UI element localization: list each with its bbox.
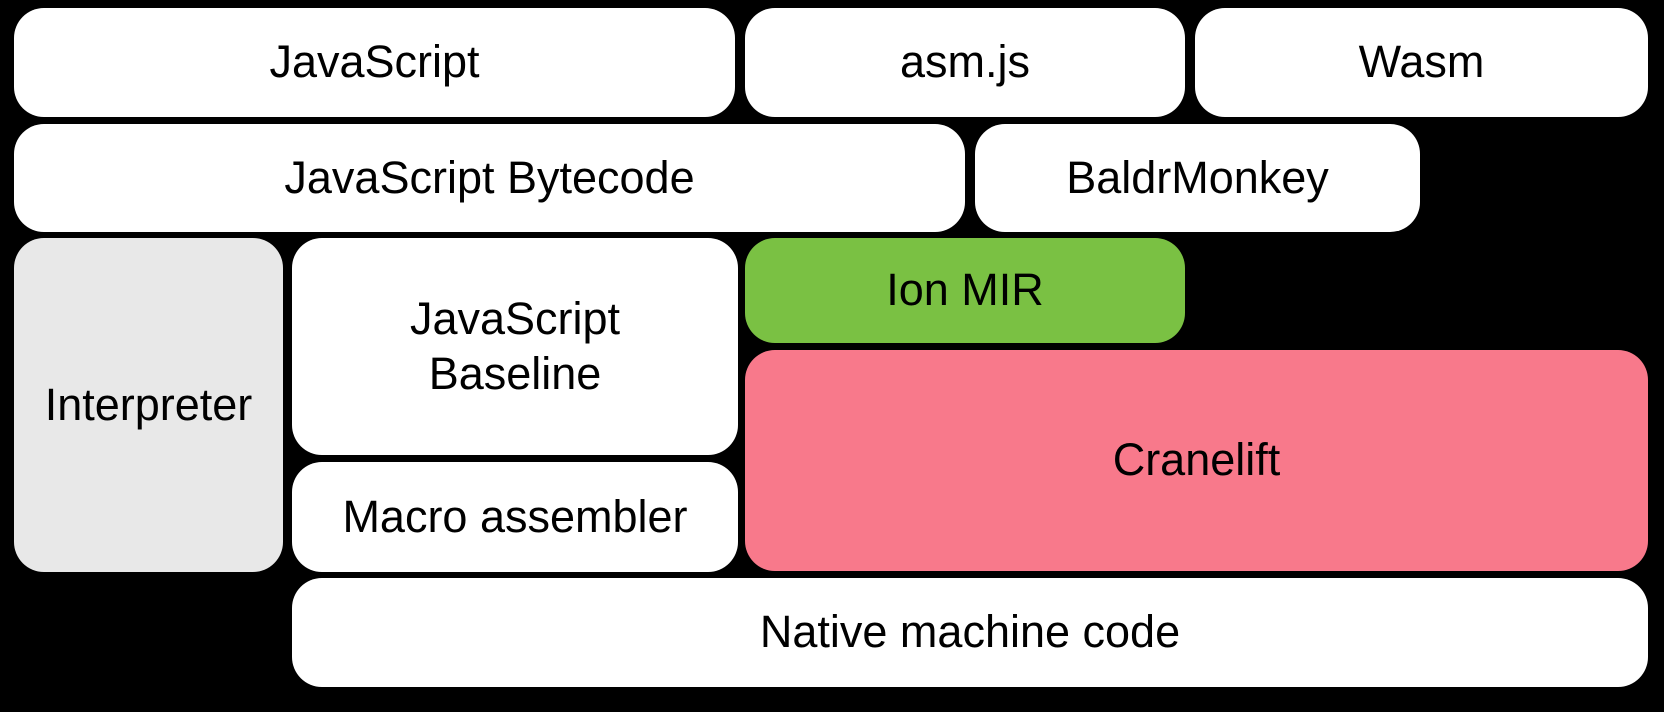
node-ion-mir-label: Ion MIR xyxy=(886,264,1044,316)
node-javascript-bytecode: JavaScript Bytecode xyxy=(14,124,965,232)
node-asm-js-label: asm.js xyxy=(899,36,1030,88)
node-javascript-label: JavaScript xyxy=(269,36,480,88)
node-wasm-label: Wasm xyxy=(1358,36,1485,88)
node-baldrmonkey: BaldrMonkey xyxy=(975,124,1420,232)
node-macro-assembler-label: Macro assembler xyxy=(342,490,688,542)
node-baldrmonkey-label: BaldrMonkey xyxy=(1066,151,1329,203)
node-native-machine-code-label: Native machine code xyxy=(759,606,1181,658)
node-javascript-baseline: JavaScript Baseline xyxy=(292,238,738,455)
node-interpreter-label: Interpreter xyxy=(44,378,253,430)
node-wasm: Wasm xyxy=(1195,8,1648,117)
node-asm-js: asm.js xyxy=(745,8,1185,117)
node-javascript-baseline-label: JavaScript Baseline xyxy=(409,292,621,399)
node-native-machine-code: Native machine code xyxy=(292,578,1648,687)
node-macro-assembler: Macro assembler xyxy=(292,462,738,572)
node-cranelift-label: Cranelift xyxy=(1112,434,1281,486)
node-interpreter: Interpreter xyxy=(14,238,283,572)
node-ion-mir: Ion MIR xyxy=(745,238,1185,343)
node-cranelift: Cranelift xyxy=(745,350,1648,571)
node-javascript: JavaScript xyxy=(14,8,735,117)
node-javascript-bytecode-label: JavaScript Bytecode xyxy=(284,151,695,203)
